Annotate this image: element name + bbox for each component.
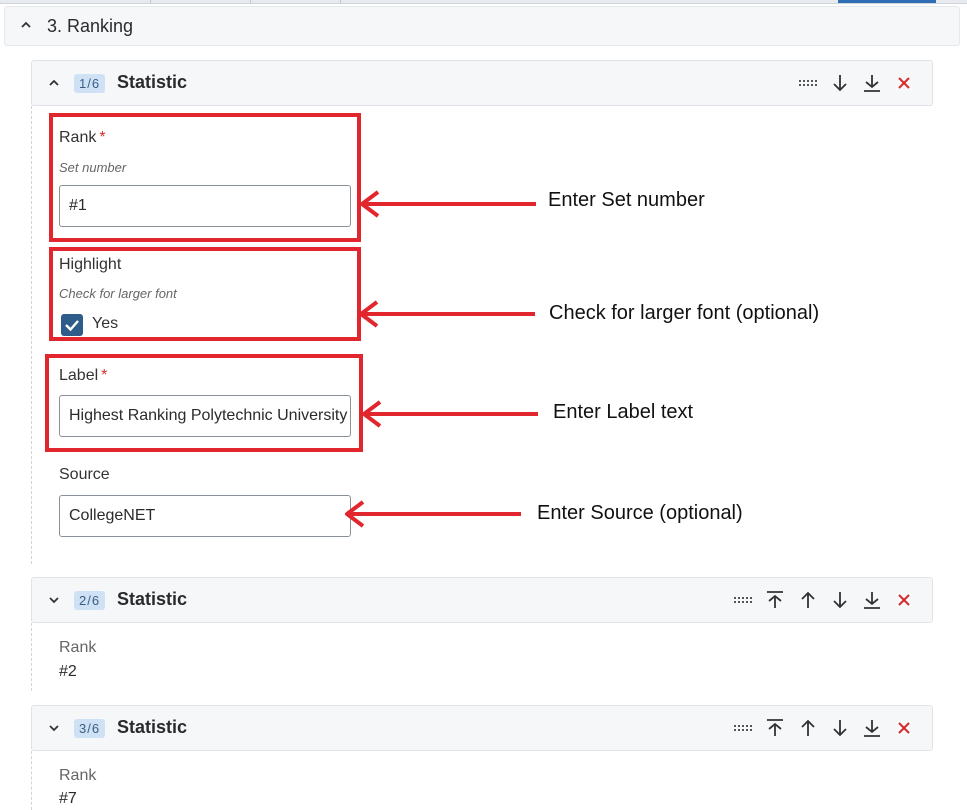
drag-handle-icon[interactable] xyxy=(732,589,754,611)
highlight-option-label[interactable]: Yes xyxy=(92,315,119,332)
tab-divider xyxy=(250,0,251,4)
move-to-top-icon[interactable] xyxy=(764,589,786,611)
rank-summary-value: #7 xyxy=(59,790,77,807)
card-body-border xyxy=(31,106,32,564)
statistic-card-3-header[interactable]: 3/6 Statistic xyxy=(31,705,933,751)
annotation-text-highlight: Check for larger font (optional) xyxy=(549,302,820,324)
drag-handle-icon[interactable] xyxy=(732,717,754,739)
move-to-bottom-icon[interactable] xyxy=(861,717,883,739)
move-to-bottom-icon[interactable] xyxy=(861,589,883,611)
annotation-arrow-icon xyxy=(362,400,538,428)
chevron-down-icon[interactable] xyxy=(47,721,61,735)
close-icon[interactable] xyxy=(893,589,915,611)
chevron-up-icon[interactable] xyxy=(47,76,61,90)
rank-input[interactable]: #1 xyxy=(59,185,351,227)
arrow-up-icon[interactable] xyxy=(797,589,819,611)
annotation-box-rank xyxy=(49,113,361,242)
arrow-up-icon[interactable] xyxy=(797,717,819,739)
rank-label-text: Rank xyxy=(59,129,97,146)
tab-divider xyxy=(340,0,341,4)
arrow-down-icon[interactable] xyxy=(829,717,851,739)
annotation-arrow-icon xyxy=(359,300,535,328)
rank-summary-value: #2 xyxy=(59,663,77,680)
label-input[interactable]: Highest Ranking Polytechnic University xyxy=(59,395,351,437)
card-body-border xyxy=(31,623,32,691)
card-body-border xyxy=(31,751,32,810)
annotation-text-source: Enter Source (optional) xyxy=(537,502,743,524)
close-icon[interactable] xyxy=(893,717,915,739)
annotation-arrow-icon xyxy=(345,500,521,528)
position-badge: 3/6 xyxy=(74,719,106,738)
label-label-text: Label xyxy=(59,367,99,384)
source-label: Source xyxy=(59,466,110,483)
highlight-label: Highlight xyxy=(59,256,122,273)
annotation-box-highlight xyxy=(49,247,361,341)
statistic-card-2-header[interactable]: 2/6 Statistic xyxy=(31,577,933,623)
chevron-up-icon[interactable] xyxy=(19,18,33,32)
move-to-bottom-icon[interactable] xyxy=(861,72,883,94)
section-header-ranking[interactable]: 3. Ranking xyxy=(4,6,960,46)
label-label: Label* xyxy=(59,367,107,385)
annotation-arrow-icon xyxy=(360,190,536,218)
close-icon[interactable] xyxy=(893,72,915,94)
section-title: 3. Ranking xyxy=(47,16,134,36)
rank-summary-label: Rank xyxy=(59,639,97,656)
top-tab-strip xyxy=(0,0,967,4)
highlight-help-text: Check for larger font xyxy=(59,286,177,301)
required-asterisk: * xyxy=(99,129,106,146)
rank-help-text: Set number xyxy=(59,160,127,175)
position-badge: 2/6 xyxy=(74,591,106,610)
rank-summary-label: Rank xyxy=(59,767,97,784)
tab-divider xyxy=(150,0,151,4)
checkmark-icon xyxy=(65,320,79,332)
annotation-text-rank: Enter Set number xyxy=(548,189,705,211)
card-title: Statistic xyxy=(117,589,188,609)
card-title: Statistic xyxy=(117,72,188,92)
highlight-checkbox[interactable] xyxy=(61,314,83,336)
move-to-top-icon[interactable] xyxy=(764,717,786,739)
annotation-text-label: Enter Label text xyxy=(553,401,694,423)
statistic-card-1-header[interactable]: 1/6 Statistic xyxy=(31,60,933,106)
arrow-down-icon[interactable] xyxy=(829,72,851,94)
annotation-box-label xyxy=(45,354,363,452)
drag-handle-icon[interactable] xyxy=(797,72,819,94)
active-tab-indicator xyxy=(838,0,936,3)
position-badge: 1/6 xyxy=(74,74,106,93)
rank-label: Rank* xyxy=(59,129,106,147)
required-asterisk: * xyxy=(101,367,108,384)
card-title: Statistic xyxy=(117,717,188,737)
arrow-down-icon[interactable] xyxy=(829,589,851,611)
source-input[interactable]: CollegeNET xyxy=(59,495,351,537)
chevron-down-icon[interactable] xyxy=(47,593,61,607)
